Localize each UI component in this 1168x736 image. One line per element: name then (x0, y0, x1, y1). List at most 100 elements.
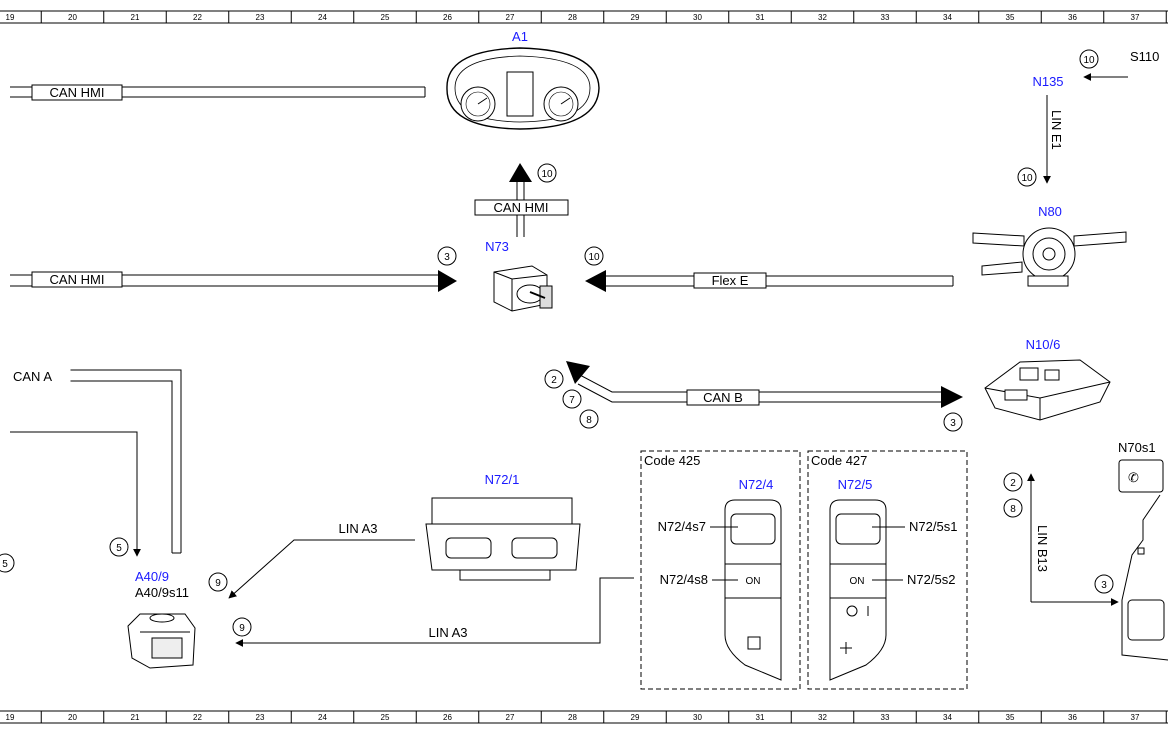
n72-4-label: N72/4 (739, 477, 774, 492)
code-427-label: Code 427 (811, 453, 867, 468)
n72-5-label: N72/5 (838, 477, 873, 492)
ruler-cell-label: 33 (881, 13, 890, 22)
ruler-cell-label: 34 (943, 713, 952, 722)
can-hmi-up-label: CAN HMI (494, 200, 549, 215)
ruler-cell-label: 25 (381, 713, 390, 722)
s110-label: S110 (1130, 49, 1159, 64)
lin-a3-lower-label: LIN A3 (428, 625, 467, 640)
n10-6-label: N10/6 (1026, 337, 1061, 352)
marker-8-linb: 8 (1010, 504, 1016, 515)
a40-feed-line: 5 5 (0, 431, 141, 573)
on-left-label: ON (746, 576, 761, 587)
sam-n10-6: N10/6 (984, 337, 1111, 421)
ruler-cell-label: 31 (756, 13, 765, 22)
can-hmi-up-bus: CAN HMI 10 (474, 163, 569, 237)
on-right-label: ON (850, 576, 865, 587)
a40-9s11-label: A40/9s11 (135, 585, 189, 600)
ruler-cell-label: 31 (756, 713, 765, 722)
lin-b13-label: LIN B13 (1035, 525, 1050, 572)
ruler-cell-label: 30 (693, 13, 702, 22)
marker-10-n73: 10 (588, 252, 600, 263)
can-hmi-top-bus: CAN HMI (10, 84, 426, 101)
ruler-cell-label: 24 (318, 713, 327, 722)
ruler-cell-label: 22 (193, 13, 202, 22)
ruler-cell-label: 28 (568, 13, 577, 22)
can-a-bus: CAN A (7, 368, 182, 554)
ruler-cell-label: 23 (256, 13, 265, 22)
ruler-cell-label: 20 (68, 13, 77, 22)
can-b-label: CAN B (703, 390, 743, 405)
ruler-cell-label: 29 (631, 713, 640, 722)
can-hmi-mid-label: CAN HMI (50, 272, 105, 287)
ruler-cell-label: 32 (818, 713, 827, 722)
n72-1-label: N72/1 (485, 472, 520, 487)
lin-a3-upper-label: LIN A3 (338, 521, 377, 536)
ruler-cell-label: 22 (193, 713, 202, 722)
n72-5s2-label: N72/5s2 (907, 572, 955, 587)
marker-2-linb: 2 (1010, 478, 1016, 489)
ruler-cell-label: 19 (6, 13, 15, 22)
ruler-cell-label: 36 (1068, 13, 1077, 22)
lin-b13-bus: LIN B13 2 8 3 (1003, 472, 1119, 606)
marker-3-n73: 3 (444, 252, 450, 263)
n80-label: N80 (1038, 204, 1062, 219)
marker-5-left: 5 (2, 559, 8, 570)
marker-7: 7 (569, 395, 575, 406)
ruler-cell-label: 30 (693, 713, 702, 722)
flex-e-bus: Flex E 10 (584, 246, 954, 292)
ruler-cell-label: 28 (568, 713, 577, 722)
marker-5: 5 (116, 543, 122, 554)
can-hmi-mid-bus: CAN HMI 3 (10, 246, 457, 292)
n135-label: N135 (1032, 74, 1063, 89)
ruler-cell-label: 27 (506, 13, 515, 22)
instrument-cluster-a1: A1 (446, 29, 600, 130)
ruler-cell-label: 24 (318, 13, 327, 22)
n73-label: N73 (485, 239, 509, 254)
ruler-cell-label: 36 (1068, 713, 1077, 722)
flex-e-label: Flex E (712, 273, 749, 288)
marker-10-s110: 10 (1083, 55, 1095, 66)
ruler-cell-label: 25 (381, 13, 390, 22)
ruler-cell-label: 21 (131, 13, 140, 22)
marker-3-n10: 3 (950, 418, 956, 429)
a40-9-label: A40/9 (135, 569, 169, 584)
ruler-cell-label: 37 (1131, 713, 1140, 722)
code-427-group: Code 427 N72/5 ON N72/5s1 N72/5s2 (807, 450, 968, 690)
ignition-switch-n73: N73 (485, 239, 553, 312)
ruler-cell-label: 35 (1006, 713, 1015, 722)
control-unit-a40-9: A40/9 A40/9s11 (127, 569, 196, 669)
ruler-cell-label: 21 (131, 713, 140, 722)
can-a-label: CAN A (13, 369, 52, 384)
ruler-cell-label: 34 (943, 13, 952, 22)
lin-e1-label: LIN E1 (1049, 110, 1064, 150)
lin-e1-section: 10 S110 N135 LIN E1 10 (1017, 49, 1159, 187)
marker-9-upper: 9 (215, 578, 221, 589)
can-hmi-top-label: CAN HMI (50, 85, 105, 100)
top-ruler: 19 20 21 22 23 24 25 26 27 28 29 30 31 32 33 34 35 36 37 (0, 10, 1168, 24)
ruler-cell-label: 35 (1006, 13, 1015, 22)
n70s1-label: N70s1 (1118, 440, 1156, 455)
ruler-cell-label: 26 (443, 13, 452, 22)
ruler-cell-label: 19 (6, 713, 15, 722)
marker-10-n80: 10 (1021, 173, 1033, 184)
ruler-cell-label: 37 (1131, 13, 1140, 22)
ruler-cell-label: 27 (506, 713, 515, 722)
ruler-cell-label: 20 (68, 713, 77, 722)
ruler-cell-label: 29 (631, 13, 640, 22)
phone-wrench-icon: ✆ (1128, 470, 1139, 485)
ruler-cell-label: 33 (881, 713, 890, 722)
ruler-cell-label: 32 (818, 13, 827, 22)
n72-4s8-label: N72/4s8 (660, 572, 708, 587)
overhead-control-n70s1: N70s1 ✆ (1118, 440, 1168, 661)
code-425-label: Code 425 (644, 453, 700, 468)
a1-label: A1 (512, 29, 528, 44)
marker-9-lower: 9 (239, 623, 245, 634)
overhead-panel-n72-1: N72/1 (425, 472, 581, 581)
n72-5s1-label: N72/5s1 (909, 519, 957, 534)
ruler-cell-label: 26 (443, 713, 452, 722)
marker-8: 8 (586, 415, 592, 426)
lin-a3-lower-bus: LIN A3 9 (232, 577, 634, 647)
marker-10-a1: 10 (541, 169, 553, 180)
